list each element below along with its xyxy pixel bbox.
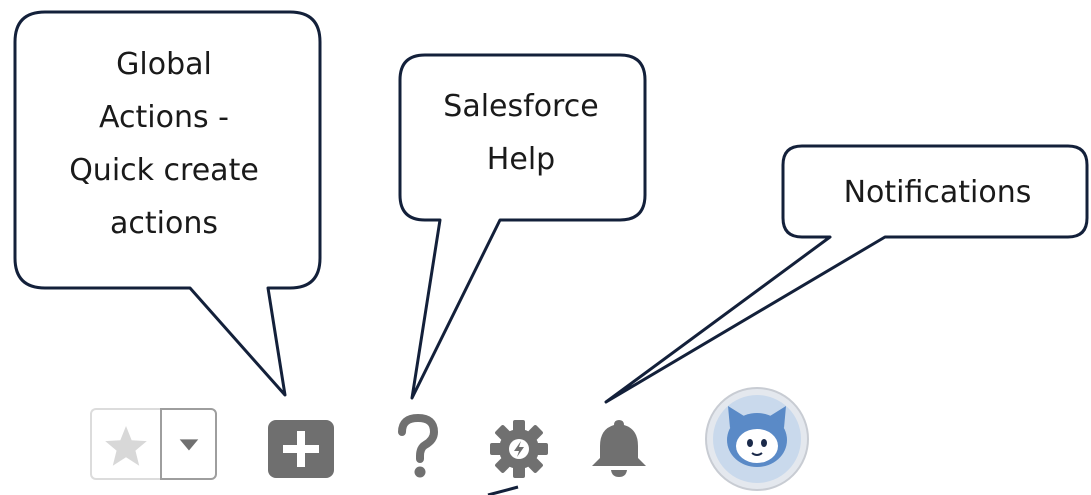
setup-button[interactable] (488, 418, 550, 480)
callout-notifications-bubble (604, 144, 1089, 404)
callout-help-label: Salesforce Help (443, 89, 599, 177)
favorites-dropdown-button[interactable] (160, 408, 217, 480)
avatar (705, 387, 809, 491)
callout-notifications-label: Notifications (843, 175, 1032, 210)
chevron-down-icon (179, 439, 199, 451)
gear-icon (490, 420, 548, 478)
bell-icon (592, 420, 646, 477)
star-icon (105, 426, 147, 466)
favorites-button[interactable] (90, 408, 160, 480)
callout-help-bubble (398, 53, 647, 400)
user-avatar-button[interactable] (704, 386, 810, 492)
notifications-button[interactable] (586, 414, 652, 478)
plus-icon (268, 420, 334, 478)
callout-global-actions-label: Global Actions - Quick create actions (69, 47, 259, 241)
question-icon (398, 413, 439, 478)
callout-global-actions-bubble (13, 10, 322, 397)
help-button[interactable] (392, 412, 444, 480)
stray-pointer-stroke (487, 485, 519, 495)
global-actions-button[interactable] (266, 418, 336, 480)
